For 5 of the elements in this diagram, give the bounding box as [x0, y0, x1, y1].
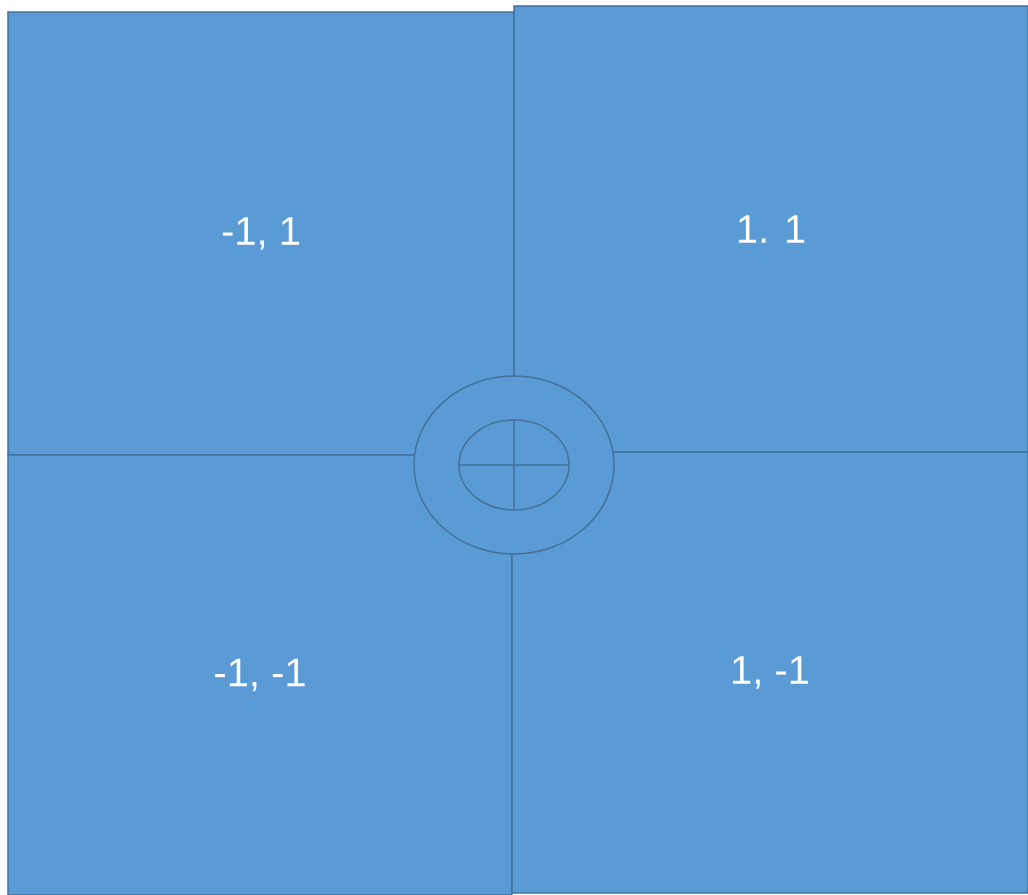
quadrant-box: -1, 1	[7, 11, 515, 456]
quadrant-box: -1, -1	[7, 454, 513, 895]
node-label: 1. 1	[738, 215, 805, 243]
quadrant-box: 1, -1	[511, 451, 1028, 894]
quadrant-box: 1. 1	[513, 5, 1028, 453]
